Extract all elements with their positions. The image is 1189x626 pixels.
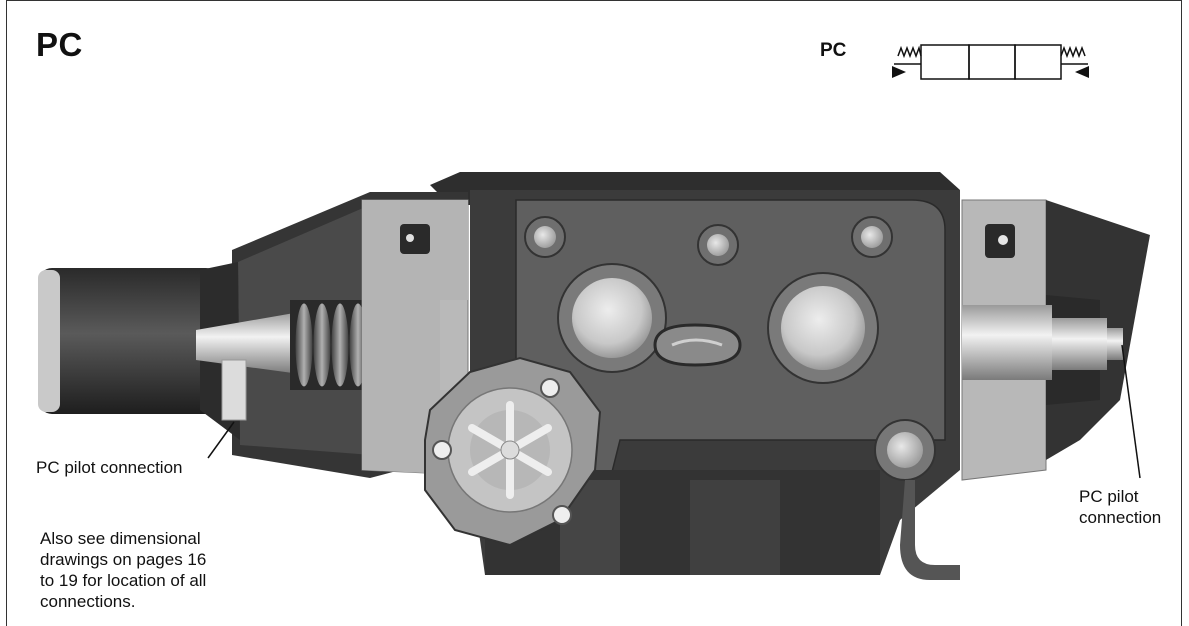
- note-line: drawings on pages 16: [40, 550, 207, 569]
- pilot-arrow-left-icon: [892, 66, 906, 78]
- note-line: Also see dimensional: [40, 529, 201, 548]
- page-frame: [6, 0, 1182, 626]
- spring-right-icon: [1060, 45, 1086, 59]
- callout-right-line-2: connection: [1079, 508, 1162, 527]
- cover-bolt-icon: [552, 505, 572, 525]
- valve-symbol-box-3: [1014, 44, 1062, 80]
- page-title: PC: [36, 26, 83, 63]
- leader-line-left: [207, 421, 235, 459]
- leader-line-right: [1121, 344, 1141, 479]
- spring-left-icon: [897, 45, 922, 59]
- callout-right-line-1: PC pilot: [1079, 487, 1139, 506]
- lift-eye: [653, 323, 742, 367]
- note-line: connections.: [40, 592, 136, 611]
- pilot-arrow-right-icon: [1075, 66, 1089, 78]
- cover-bolt-icon: [540, 378, 560, 398]
- left-cap: [38, 268, 220, 414]
- note-line: to 19 for location of all: [40, 571, 207, 590]
- valve-symbol: [892, 44, 1089, 80]
- callout-right-pilot: PC pilot connection: [1079, 486, 1161, 528]
- symbol-label: PC: [820, 40, 847, 61]
- reference-note: Also see dimensional drawings on pages 1…: [40, 528, 260, 612]
- right-piston: [962, 305, 1052, 380]
- callout-left-pilot: PC pilot connection: [36, 458, 183, 477]
- left-piston: [196, 312, 300, 374]
- cover-bolt-icon: [432, 440, 452, 460]
